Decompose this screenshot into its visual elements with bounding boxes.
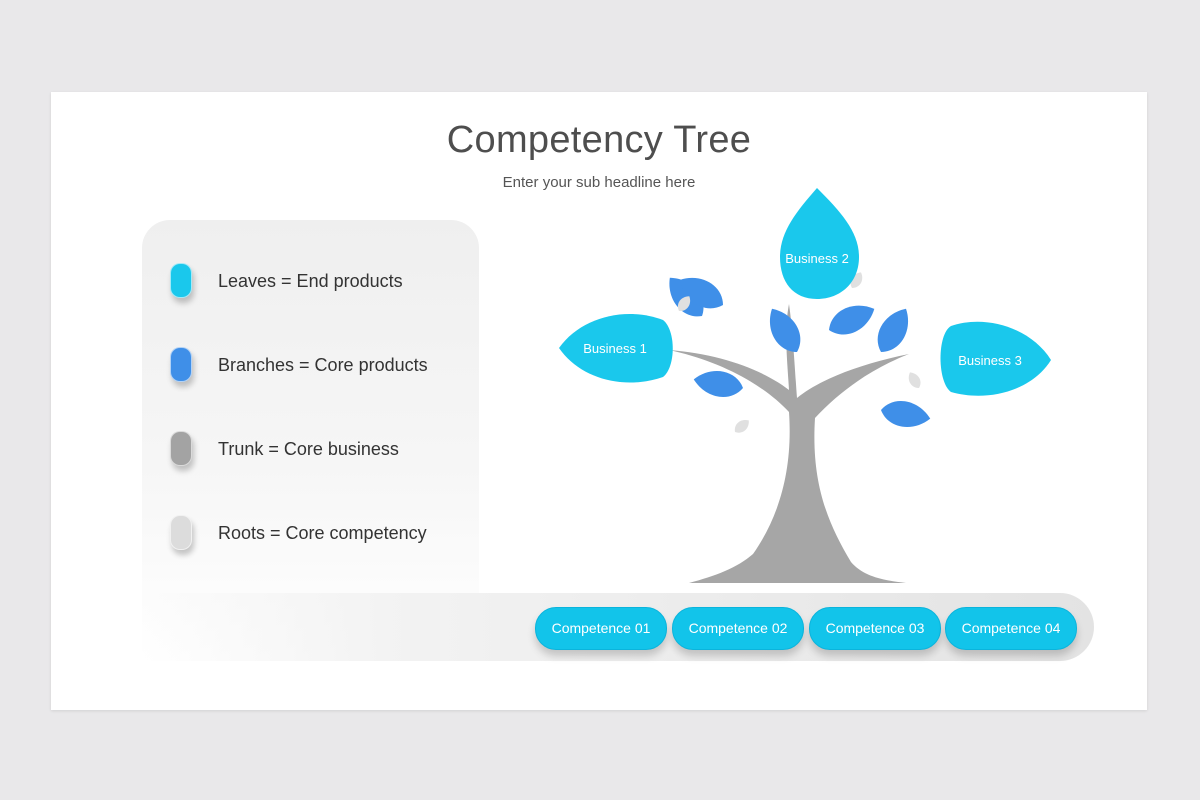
legend-panel: Leaves = End products Branches = Core pr… — [142, 220, 479, 660]
legend-item-leaves: Leaves = End products — [170, 262, 470, 302]
branches-swatch — [170, 347, 192, 382]
business-1-label: Business 1 — [583, 341, 647, 356]
business-2-label: Business 2 — [785, 251, 849, 266]
branch-leaf — [829, 305, 875, 335]
slide: Competency Tree Enter your sub headline … — [51, 92, 1147, 710]
competence-03-button[interactable]: Competence 03 — [809, 607, 941, 650]
small-leaf — [908, 372, 921, 389]
roots-swatch — [170, 515, 192, 550]
branch-leaf — [693, 371, 743, 397]
competence-04-button[interactable]: Competence 04 — [945, 607, 1077, 650]
legend-label-leaves: Leaves = End products — [218, 271, 403, 291]
business-leaf-1: Business 1 — [559, 314, 673, 383]
legend-label-branches: Branches = Core products — [218, 355, 428, 375]
business-3-label: Business 3 — [958, 353, 1022, 368]
branch-leaf — [881, 401, 931, 427]
small-leaf — [734, 419, 749, 433]
competence-01-button[interactable]: Competence 01 — [535, 607, 667, 650]
legend-item-branches: Branches = Core products — [170, 346, 470, 386]
competence-02-button[interactable]: Competence 02 — [672, 607, 804, 650]
business-leaf-3: Business 3 — [940, 321, 1051, 396]
small-leaf — [677, 296, 691, 312]
page-subtitle: Enter your sub headline here — [502, 174, 696, 191]
legend-label-roots: Roots = Core competency — [218, 523, 427, 543]
trunk-swatch — [170, 431, 192, 466]
legend-item-trunk: Trunk = Core business — [170, 430, 470, 470]
leaves-swatch — [170, 263, 192, 298]
legend-item-roots: Roots = Core competency — [170, 514, 470, 554]
branch-leaf — [877, 308, 909, 352]
legend-label-trunk: Trunk = Core business — [218, 439, 399, 459]
business-leaf-2: Business 2 — [780, 188, 859, 299]
branch-leaf — [769, 308, 801, 352]
tree-trunk — [669, 304, 909, 583]
competency-tree-diagram: Business 1 Business 2 Business 3 — [559, 188, 1051, 583]
branch-leaf — [679, 277, 723, 309]
page-title: Competency Tree — [446, 119, 752, 161]
